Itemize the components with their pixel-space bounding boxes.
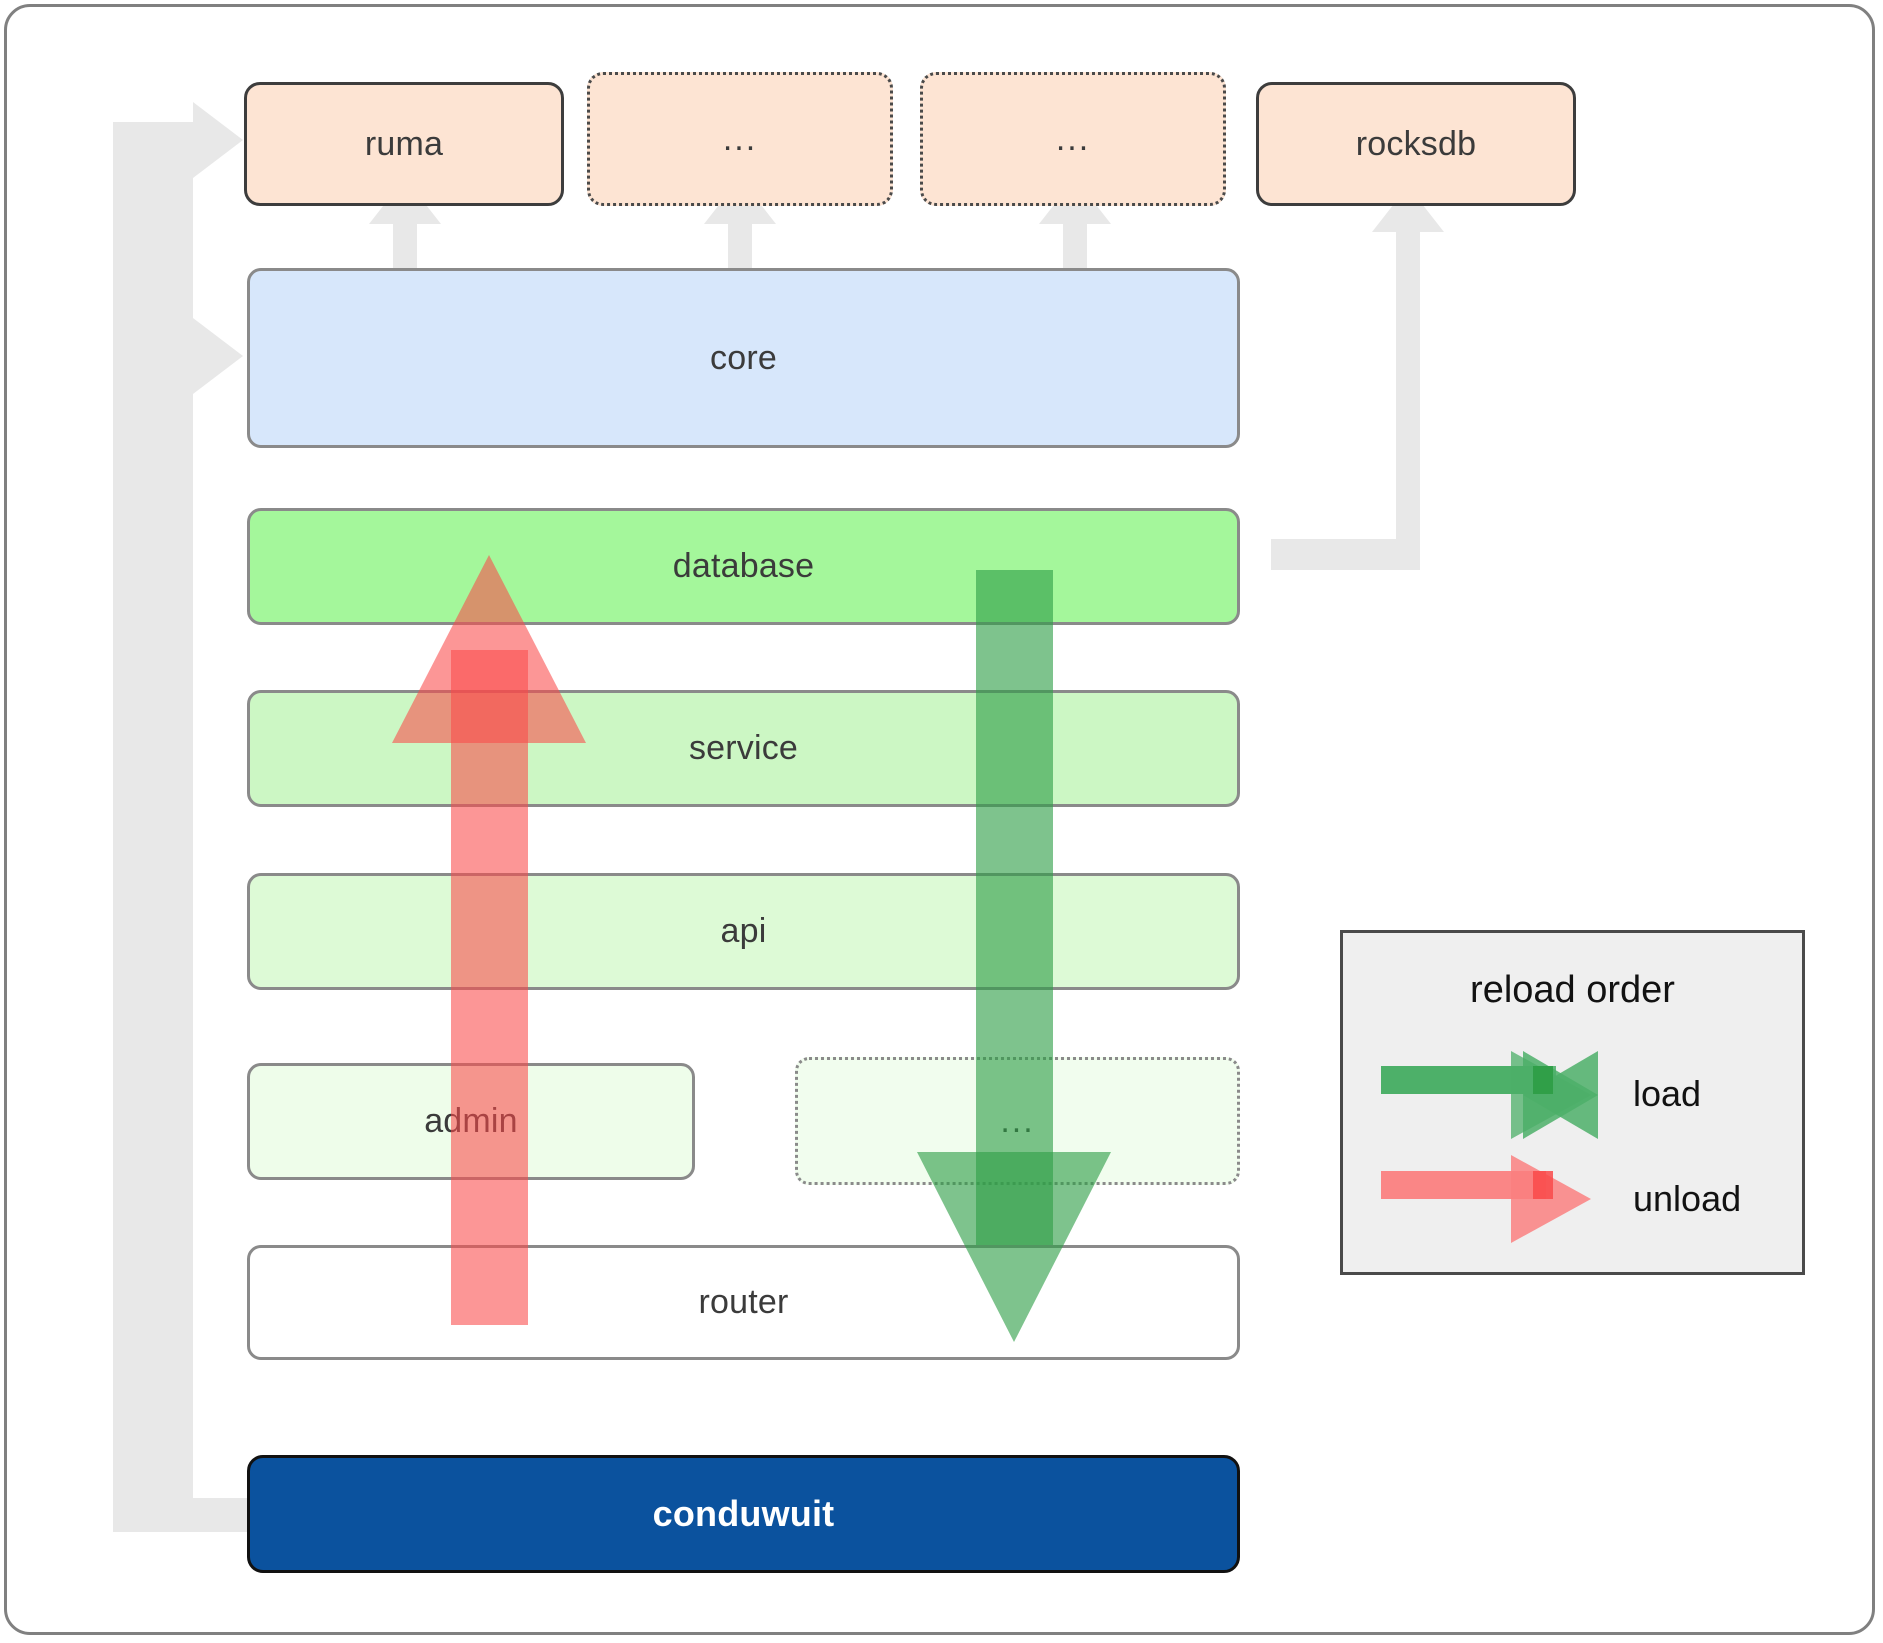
layer-box-router[interactable]: router xyxy=(247,1245,1240,1360)
legend-arrows xyxy=(1381,1051,1598,1243)
legend-label-unload: unload xyxy=(1633,1178,1742,1219)
legend-swatch-load xyxy=(1381,1051,1598,1139)
layer-label-conduwuit: conduwuit xyxy=(652,1493,835,1534)
layer-box-extra[interactable]: ... xyxy=(795,1057,1240,1185)
layer-box-core[interactable]: core xyxy=(247,268,1240,448)
dependency-box-rocksdb[interactable]: rocksdb xyxy=(1256,82,1576,206)
dependency-label-dep2: ... xyxy=(722,119,758,158)
diagram-frame xyxy=(4,4,1875,1635)
layer-box-database[interactable]: database xyxy=(247,508,1240,625)
dependency-label-rocksdb: rocksdb xyxy=(1355,124,1477,163)
layer-box-api[interactable]: api xyxy=(247,873,1240,990)
layer-label-service: service xyxy=(688,729,799,767)
dependency-label-dep3: ... xyxy=(1055,119,1091,158)
layer-box-admin[interactable]: admin xyxy=(247,1063,695,1180)
layer-label-database: database xyxy=(672,547,815,585)
legend-label-load: load xyxy=(1633,1073,1702,1114)
layer-label-core: core xyxy=(710,338,777,377)
dependency-label-ruma: ruma xyxy=(364,124,444,163)
layer-box-conduwuit[interactable]: conduwuit xyxy=(247,1455,1240,1573)
layer-box-service[interactable]: service xyxy=(247,690,1240,807)
layer-label-api: api xyxy=(720,912,767,950)
legend-swatch-unload xyxy=(1381,1155,1591,1243)
layer-label-extra: ... xyxy=(1000,1101,1035,1140)
layer-label-router: router xyxy=(698,1283,789,1321)
legend-title: reload order xyxy=(1470,969,1675,1011)
layer-label-admin: admin xyxy=(424,1102,518,1140)
dependency-box-ruma[interactable]: ruma xyxy=(244,82,564,206)
dependency-box-dep2[interactable]: ... xyxy=(587,72,893,206)
legend-panel: reload order load unload xyxy=(1340,930,1805,1275)
dependency-box-dep3[interactable]: ... xyxy=(920,72,1226,206)
